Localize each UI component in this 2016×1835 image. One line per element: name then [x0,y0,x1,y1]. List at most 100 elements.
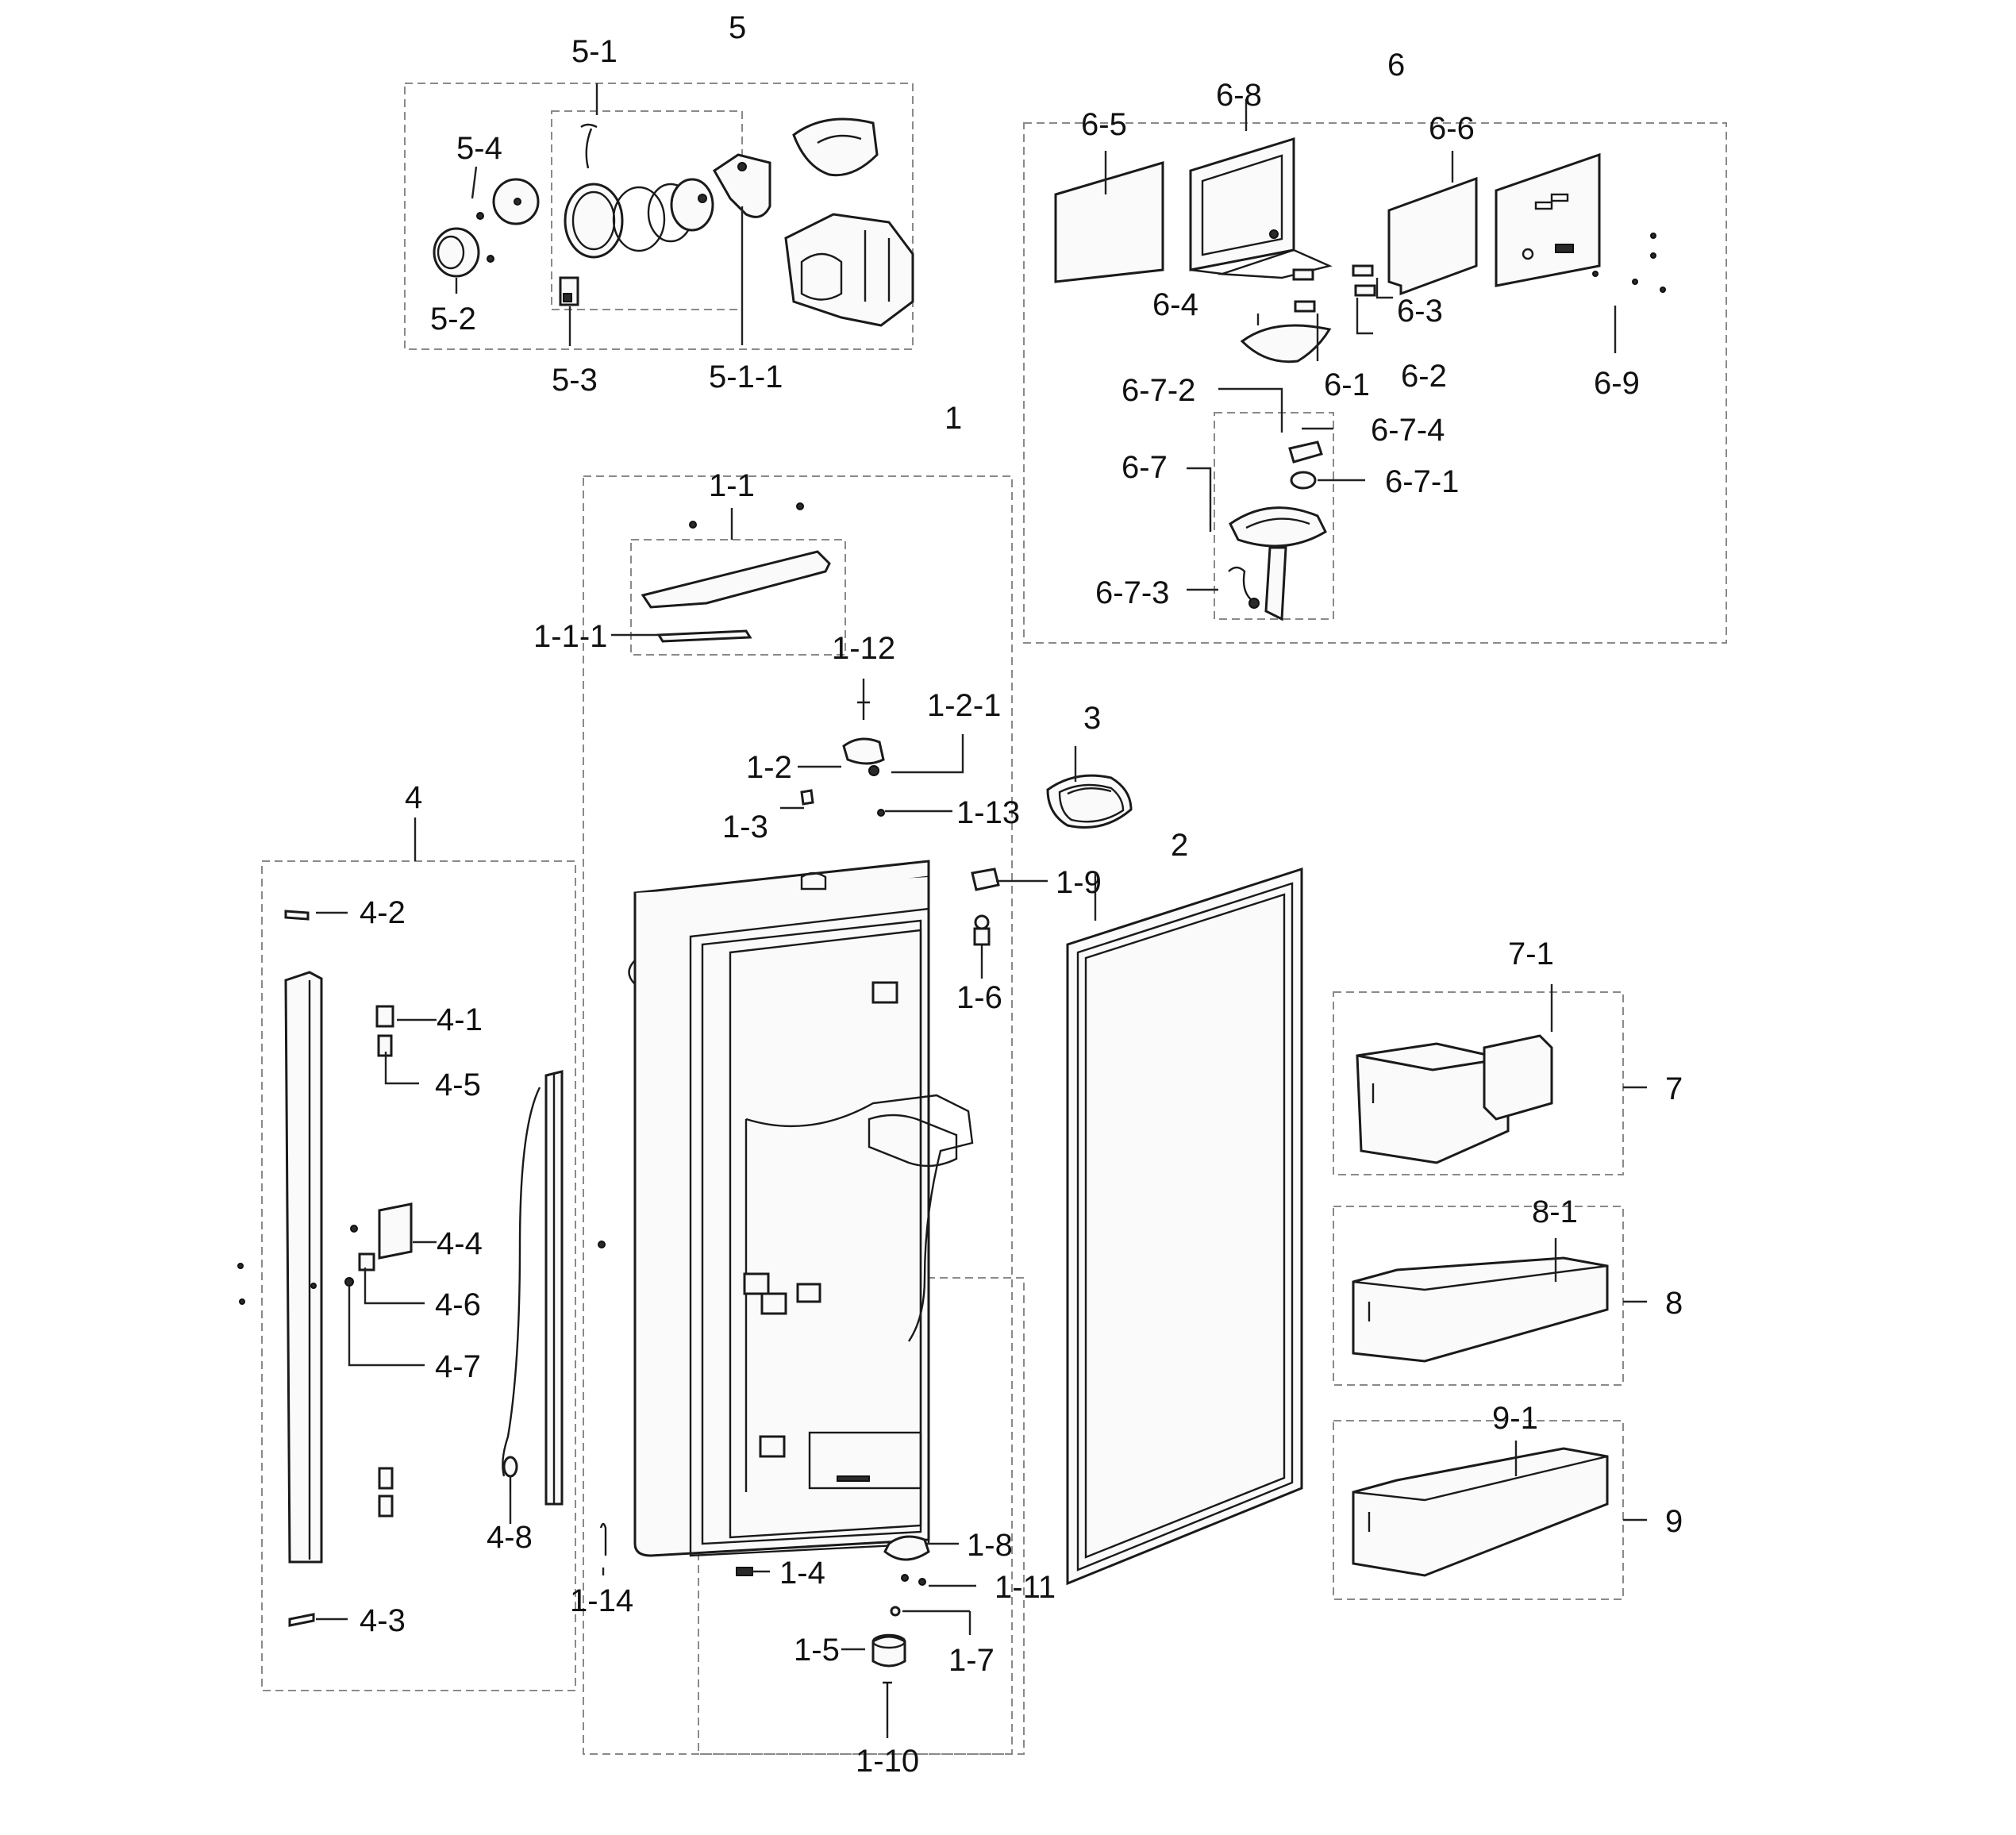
label-1-1: 1-1 [709,468,755,503]
label-6-8: 6-8 [1216,78,1262,113]
part-1-1-cover [641,502,831,609]
part-4-8-strip [502,1070,564,1506]
group-box-9 [1333,1420,1624,1600]
part-4-1-clip [375,1005,394,1028]
part-4-6-clip [358,1252,375,1271]
part-4-3-pin [288,1613,315,1627]
label-1-8: 1-8 [967,1528,1013,1563]
label-4-2: 4-2 [360,895,406,930]
group-box-1-1 [630,539,846,656]
label-7-1: 7-1 [1508,937,1554,971]
label-6-4: 6-4 [1152,287,1198,322]
label-3: 3 [1083,701,1101,736]
label-6: 6 [1387,48,1405,83]
label-4-4: 4-4 [437,1226,483,1261]
part-4-2-pin [284,910,310,921]
part-1-7-washer [890,1606,901,1617]
part-5-2-cap [433,227,494,278]
label-1: 1 [945,401,962,436]
label-1-3: 1-3 [722,810,768,844]
part-3-seal [1046,774,1133,829]
part-dispenser-housing [784,117,914,327]
label-1-13: 1-13 [956,795,1020,830]
part-6-1-6-2-6-3-clips [1292,264,1376,313]
part-5-1-ring-assembly [564,123,771,259]
label-4-6: 4-6 [435,1287,481,1322]
part-4-4-bracket [378,1202,413,1260]
part-1-13-screw [877,809,885,817]
part-1-door-body [628,860,974,1557]
part-5-4-disc [476,178,540,225]
label-1-2-1: 1-2-1 [927,688,1001,723]
label-4-3: 4-3 [360,1603,406,1638]
part-4-strip [284,971,323,1564]
label-9: 9 [1665,1504,1683,1539]
part-6-6-board [1387,176,1478,296]
part-6-4-cup [1240,324,1332,364]
group-box-7 [1333,991,1624,1175]
part-1-5-cap [871,1633,906,1668]
label-6-7-3: 6-7-3 [1095,575,1169,610]
label-6-7-4: 6-7-4 [1371,413,1445,448]
part-9-1-bin [1352,1447,1609,1577]
label-1-6: 1-6 [956,980,1002,1015]
label-4-5: 4-5 [435,1068,481,1102]
part-8-1-bin [1352,1256,1609,1363]
label-1-10: 1-10 [856,1744,919,1779]
part-labels: 5 5-1 5-4 5-2 5-3 5-1-1 6 6-8 6-5 6-6 6-… [360,10,1683,1779]
label-8-1: 8-1 [1532,1194,1578,1229]
part-6-8-frame [1189,137,1333,279]
part-1-6-switch [973,914,991,959]
label-4-7: 4-7 [435,1349,481,1384]
part-1-3-pin [800,789,814,806]
part-6-5-sheet [1054,160,1164,283]
label-1-2: 1-2 [746,750,792,785]
part-6-9-panel [1495,152,1666,293]
label-5-2: 5-2 [430,302,476,337]
label-6-1: 6-1 [1324,367,1370,402]
part-1-14-part [599,1522,607,1556]
label-6-9: 6-9 [1594,366,1640,401]
label-1-12: 1-12 [832,631,895,666]
group-box-5-1 [551,110,743,310]
group-box-6 [1023,122,1727,644]
part-1-2-1-washer [868,765,879,776]
leader-lines [316,83,1647,1738]
label-5: 5 [729,10,746,45]
label-4-1: 4-1 [437,1002,483,1037]
group-box-5 [404,83,914,350]
label-5-1-1: 5-1-1 [709,360,783,394]
part-1-8-hinge [883,1535,930,1561]
group-boxes [261,83,1727,1755]
label-6-5: 6-5 [1081,107,1127,142]
part-1-2-hinge [842,737,885,765]
label-5-4: 5-4 [456,131,502,166]
group-6-parts [1054,137,1666,621]
label-4-8: 4-8 [487,1520,533,1555]
label-1-4: 1-4 [779,1556,825,1591]
label-1-14: 1-14 [570,1583,633,1618]
part-2-gasket [1066,867,1303,1586]
label-6-2: 6-2 [1401,359,1447,394]
group-4-parts [237,910,564,1627]
label-1-9: 1-9 [1056,865,1102,900]
part-6-7-lever-assembly [1228,440,1327,621]
label-9-1: 9-1 [1492,1401,1538,1436]
group-box-1 [583,475,1013,1755]
label-1-7: 1-7 [948,1643,995,1678]
group-5-parts [433,117,914,327]
label-5-3: 5-3 [552,363,598,398]
label-1-11: 1-11 [995,1570,1056,1605]
label-6-7: 6-7 [1121,450,1168,485]
part-4-7-screw [344,1277,354,1287]
part-1-1-1-bar [656,629,752,643]
part-5-3-bracket [559,276,579,306]
label-5-1: 5-1 [571,34,617,69]
part-1-11-screws [901,1574,926,1586]
group-box-4 [261,860,576,1691]
group-box-6-7 [1214,412,1334,620]
label-1-1-1: 1-1-1 [533,619,607,654]
part-1-9-block [971,867,1000,891]
label-6-7-2: 6-7-2 [1121,373,1195,408]
